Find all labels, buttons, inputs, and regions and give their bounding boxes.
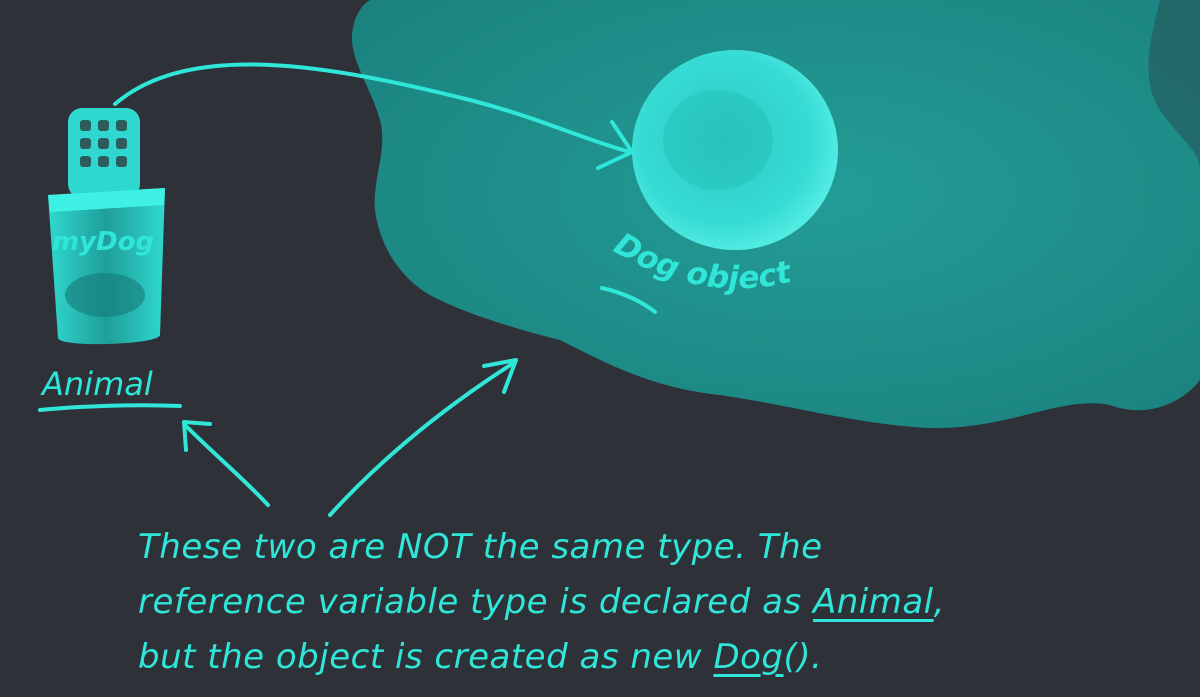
caption-animal-type: Animal bbox=[812, 582, 934, 622]
caption-line-1: These two are NOT the same type. The bbox=[138, 520, 1138, 575]
dog-object-shadow bbox=[663, 90, 773, 190]
pointer-arrowhead-animal bbox=[182, 420, 212, 452]
pointer-arrow-animal bbox=[183, 423, 270, 507]
pointer-arrow-object bbox=[328, 360, 517, 517]
remote-control-icon bbox=[48, 108, 165, 345]
caption-line-2-prefix: reference variable type is declared as bbox=[138, 582, 813, 622]
reference-type-label: Animal bbox=[40, 365, 153, 403]
caption-line-2: reference variable type is declared as A… bbox=[138, 575, 1138, 630]
reference-type-underline bbox=[38, 403, 182, 412]
heap-edge bbox=[1148, 0, 1200, 170]
pointer-arrowhead-object bbox=[482, 358, 518, 394]
caption-line-1-text: These two are NOT the same type. The bbox=[138, 527, 823, 567]
reference-arrow bbox=[113, 62, 632, 154]
caption: These two are NOT the same type. The ref… bbox=[138, 520, 1138, 685]
reference-arrowhead bbox=[596, 120, 634, 170]
caption-line-2-suffix: , bbox=[933, 582, 945, 622]
dog-object-label-underline bbox=[600, 286, 657, 314]
caption-line-3-suffix: (). bbox=[783, 637, 823, 677]
dog-object-circle bbox=[632, 50, 838, 250]
remote-label: myDog bbox=[52, 227, 154, 257]
caption-line-3: but the object is created as new Dog(). bbox=[138, 630, 1138, 685]
caption-line-3-prefix: but the object is created as new bbox=[138, 637, 714, 677]
caption-dog-type: Dog bbox=[713, 637, 784, 677]
